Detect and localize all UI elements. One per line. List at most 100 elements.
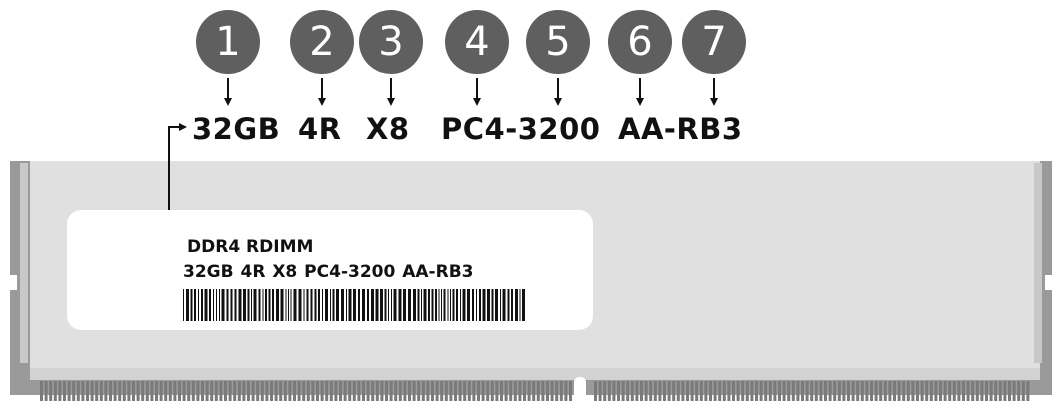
connector-pin xyxy=(1017,381,1021,401)
barcode-bar xyxy=(265,289,267,321)
connector-pin xyxy=(998,381,1002,401)
barcode-bar xyxy=(221,289,225,321)
connector-pin xyxy=(380,381,384,401)
connector-pin xyxy=(824,381,827,401)
connector-pin xyxy=(467,381,471,401)
barcode-bar xyxy=(298,289,302,321)
barcode-bar xyxy=(391,289,392,321)
barcode-bar xyxy=(288,289,289,321)
badge-2: 2 xyxy=(290,10,354,74)
connector-pin xyxy=(980,381,984,401)
connector-pin xyxy=(104,381,108,401)
badge-5: 5 xyxy=(526,10,590,74)
connector-pin xyxy=(67,381,71,401)
connector-pin xyxy=(559,381,563,401)
connector-pin xyxy=(879,381,883,401)
connector-pin xyxy=(569,381,572,401)
connector-pin xyxy=(49,381,53,401)
connector-pin xyxy=(755,381,758,401)
connector-pin xyxy=(242,381,246,401)
connector-pin xyxy=(948,381,952,401)
barcode-bar xyxy=(262,289,264,321)
connector-pin xyxy=(888,381,892,401)
connector-pin xyxy=(686,381,689,401)
connector-pin xyxy=(801,381,804,401)
connector-pin xyxy=(1008,381,1011,401)
connector-pin xyxy=(260,381,264,401)
connector-pin xyxy=(1012,381,1016,401)
barcode-bar xyxy=(247,289,250,321)
connector-pin xyxy=(644,381,648,401)
connector-pin xyxy=(182,381,186,401)
barcode-bar xyxy=(209,289,211,321)
barcode-bar xyxy=(511,289,513,321)
sticker-type: DDR4 RDIMM xyxy=(187,237,314,257)
connector-pin xyxy=(214,381,218,401)
barcode-bar xyxy=(190,289,193,321)
connector-pin xyxy=(504,381,508,401)
connector-pin xyxy=(375,381,379,401)
barcode-bar xyxy=(204,289,208,321)
barcode-bar xyxy=(216,289,217,321)
connector-pin xyxy=(334,381,338,401)
connector-pin xyxy=(76,381,80,401)
connector-pin xyxy=(617,381,620,401)
barcode-bar xyxy=(456,289,458,321)
connector-pin xyxy=(481,381,485,401)
badge-3: 3 xyxy=(359,10,423,74)
connector-pin xyxy=(523,381,526,401)
connector-pin xyxy=(727,381,731,401)
connector-pin xyxy=(695,381,699,401)
connector-pin xyxy=(699,381,703,401)
connector-pin xyxy=(63,381,66,401)
connector-pin xyxy=(329,381,333,401)
connector-pin xyxy=(828,381,832,401)
barcode-bar xyxy=(450,289,451,321)
connector-pin xyxy=(630,381,634,401)
connector-pin xyxy=(132,381,135,401)
connector-pin xyxy=(118,381,122,401)
connector-pin xyxy=(837,381,841,401)
barcode-bar xyxy=(462,289,466,321)
barcode-bar xyxy=(293,289,297,321)
barcode-bar xyxy=(268,289,271,321)
badge-4: 4 xyxy=(445,10,509,74)
connector-pin xyxy=(957,381,961,401)
connector-pin xyxy=(306,381,310,401)
barcode-bar xyxy=(325,289,328,321)
connector-pin xyxy=(874,381,878,401)
barcode-bar xyxy=(507,289,510,321)
connector-pin xyxy=(527,381,531,401)
connector-pin xyxy=(127,381,131,401)
barcode-bar xyxy=(362,289,365,321)
barcode-bar xyxy=(438,289,440,321)
connector-pin xyxy=(810,381,814,401)
barcode-bar xyxy=(346,289,347,321)
key-notch xyxy=(574,377,586,405)
connector-pin xyxy=(40,381,43,401)
barcode-bar xyxy=(322,289,323,321)
connector-pin xyxy=(603,381,607,401)
connector-pin xyxy=(251,381,255,401)
barcode-bar xyxy=(515,289,518,321)
connector-pin xyxy=(136,381,140,401)
connector-pin xyxy=(814,381,818,401)
connector-pin xyxy=(704,381,708,401)
connector-pin xyxy=(224,381,227,401)
barcode-bar xyxy=(258,289,261,321)
connector-pin xyxy=(865,381,869,401)
connector-pin xyxy=(764,381,768,401)
connector-pin xyxy=(486,381,490,401)
connector-pin xyxy=(929,381,933,401)
connector-pin xyxy=(81,381,85,401)
connector-pin xyxy=(53,381,57,401)
connector-pin xyxy=(431,381,434,401)
connector-pin xyxy=(500,381,503,401)
connector-pin xyxy=(256,381,260,401)
connector-pin xyxy=(532,381,536,401)
connector-pin xyxy=(672,381,676,401)
barcode-bar xyxy=(367,289,369,321)
connector-pin xyxy=(920,381,924,401)
connector-pin xyxy=(851,381,855,401)
